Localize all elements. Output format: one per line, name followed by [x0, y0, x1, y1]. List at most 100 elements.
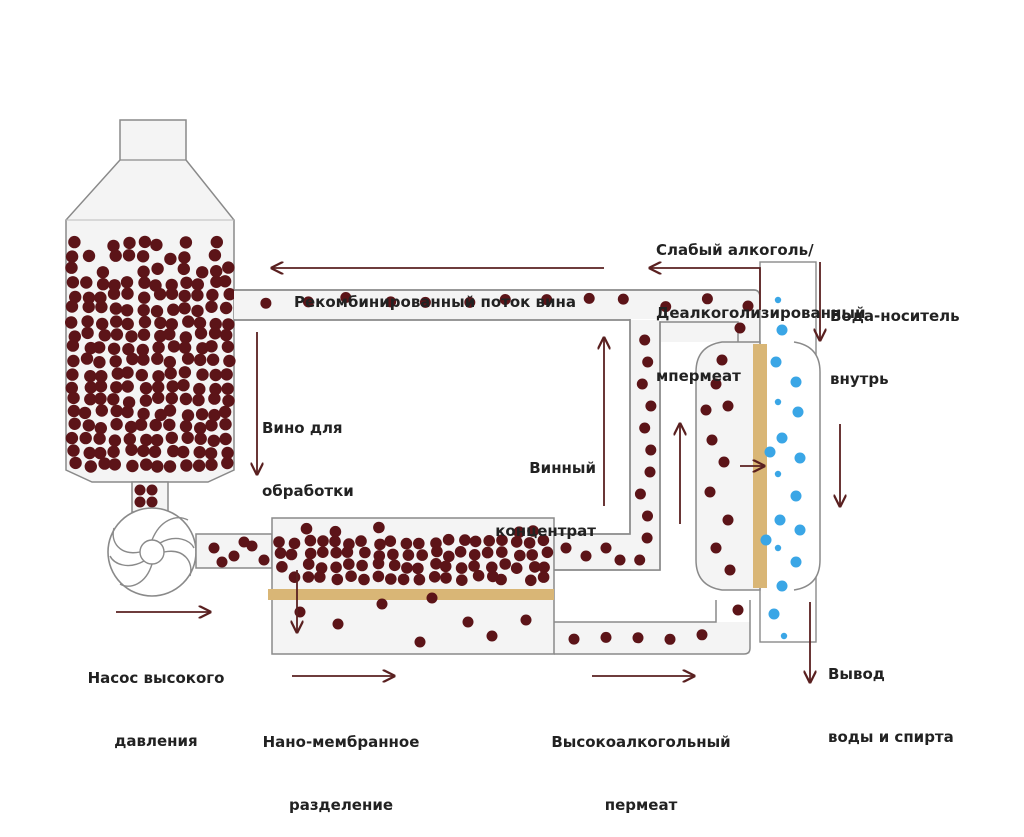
- wine-drop: [520, 614, 532, 626]
- wine-drop: [138, 235, 152, 249]
- wine-drop: [343, 558, 355, 570]
- wine-drop: [341, 546, 354, 558]
- wine-drop: [634, 554, 646, 566]
- wine-drop: [302, 296, 314, 308]
- wine-drop: [111, 367, 125, 380]
- wine-drop: [639, 334, 651, 346]
- wine-drop: [167, 444, 180, 458]
- wine-drop: [181, 431, 194, 444]
- wine-drop: [95, 300, 108, 314]
- wine-drop: [151, 262, 164, 275]
- wine-drop: [345, 570, 357, 582]
- water-drop: [774, 544, 782, 552]
- wine-drop: [205, 419, 218, 432]
- wine-drop: [84, 460, 98, 473]
- wine-drop: [107, 342, 121, 355]
- tank-wine-drops: [65, 235, 236, 508]
- wine-drop: [486, 630, 498, 642]
- label-wine-to-process: Вино для обработки: [262, 376, 354, 523]
- wine-drop: [734, 322, 746, 334]
- wine-drop: [81, 326, 94, 340]
- wine-drop: [706, 434, 718, 446]
- wine-drop: [426, 592, 438, 604]
- wine-drop: [412, 562, 424, 575]
- wine-drop: [179, 420, 193, 433]
- wine-drop: [560, 542, 572, 554]
- wine-drop: [136, 343, 149, 357]
- wine-drop: [219, 418, 232, 431]
- wine-drop: [276, 561, 288, 573]
- wine-drop: [402, 549, 415, 561]
- wine-drop: [486, 561, 498, 574]
- wine-drop: [149, 418, 162, 432]
- wine-drop: [107, 393, 120, 406]
- wine-drop: [258, 554, 270, 566]
- wine-drop: [359, 546, 371, 559]
- wine-drop: [238, 536, 250, 548]
- wine-drop: [304, 547, 317, 560]
- wine-drop: [431, 545, 443, 558]
- wine-drop: [181, 352, 195, 365]
- wine-drop: [150, 238, 163, 252]
- wine-drop: [179, 392, 193, 406]
- wine-drop: [154, 316, 167, 330]
- wine-drop: [443, 550, 455, 563]
- wine-drop: [456, 574, 468, 586]
- wine-drop: [82, 291, 96, 304]
- wine-drop: [109, 302, 123, 315]
- wine-drop: [96, 278, 110, 291]
- wine-drop: [472, 569, 485, 582]
- label-pump-line2: давления: [114, 732, 198, 750]
- wine-drop: [137, 444, 150, 458]
- wine-drop: [722, 400, 734, 412]
- wine-drop: [260, 297, 272, 309]
- wine-drop: [223, 288, 236, 301]
- label-wine-to-process-line2: обработки: [262, 482, 354, 500]
- wine-drop: [510, 562, 523, 574]
- wine-drop: [110, 328, 124, 341]
- wine-drop: [397, 573, 410, 586]
- wine-drop: [165, 278, 178, 292]
- wine-drop: [108, 458, 122, 471]
- water-drop: [760, 534, 772, 546]
- wine-drop: [96, 266, 110, 279]
- wine-drop: [65, 300, 79, 313]
- wine-drop: [68, 417, 81, 430]
- wine-drop: [384, 535, 397, 547]
- wine-drop: [222, 394, 235, 407]
- wine-drop: [208, 542, 220, 554]
- wine-drop: [137, 407, 150, 421]
- water-drop: [790, 490, 802, 502]
- wine-drop: [221, 456, 234, 470]
- label-pump: Насос высокого давления: [76, 626, 236, 773]
- wine-drop: [65, 261, 78, 274]
- wine-drop: [137, 328, 151, 341]
- wine-drop: [222, 261, 235, 274]
- wine-drop: [121, 366, 134, 379]
- water-drop: [768, 608, 780, 620]
- label-high-alcohol-permeate-line1: Высокоалкогольный: [551, 733, 731, 751]
- wine-drop: [513, 526, 525, 538]
- wine-drop: [109, 355, 122, 368]
- wine-drop: [120, 276, 134, 289]
- wine-drop: [645, 400, 657, 412]
- wine-drop: [107, 239, 120, 253]
- wine-drop: [163, 460, 177, 473]
- label-weak-alcohol-line1: Слабый алкоголь/: [656, 241, 814, 259]
- wine-drop: [614, 554, 626, 566]
- wine-drop: [499, 558, 512, 570]
- wine-drop: [273, 536, 285, 548]
- wine-drop: [107, 287, 121, 300]
- wine-drop: [83, 446, 96, 460]
- wine-drop: [514, 549, 526, 562]
- wine-drop: [164, 367, 177, 380]
- wine-drop: [65, 381, 79, 395]
- wine-drop: [464, 296, 476, 308]
- wine-drop: [94, 446, 107, 460]
- wine-drop: [66, 339, 80, 352]
- wine-drop: [140, 433, 153, 447]
- wine-drop: [150, 305, 164, 318]
- wine-drop: [331, 573, 344, 586]
- wine-drop: [288, 537, 301, 550]
- wine-drop: [137, 353, 150, 366]
